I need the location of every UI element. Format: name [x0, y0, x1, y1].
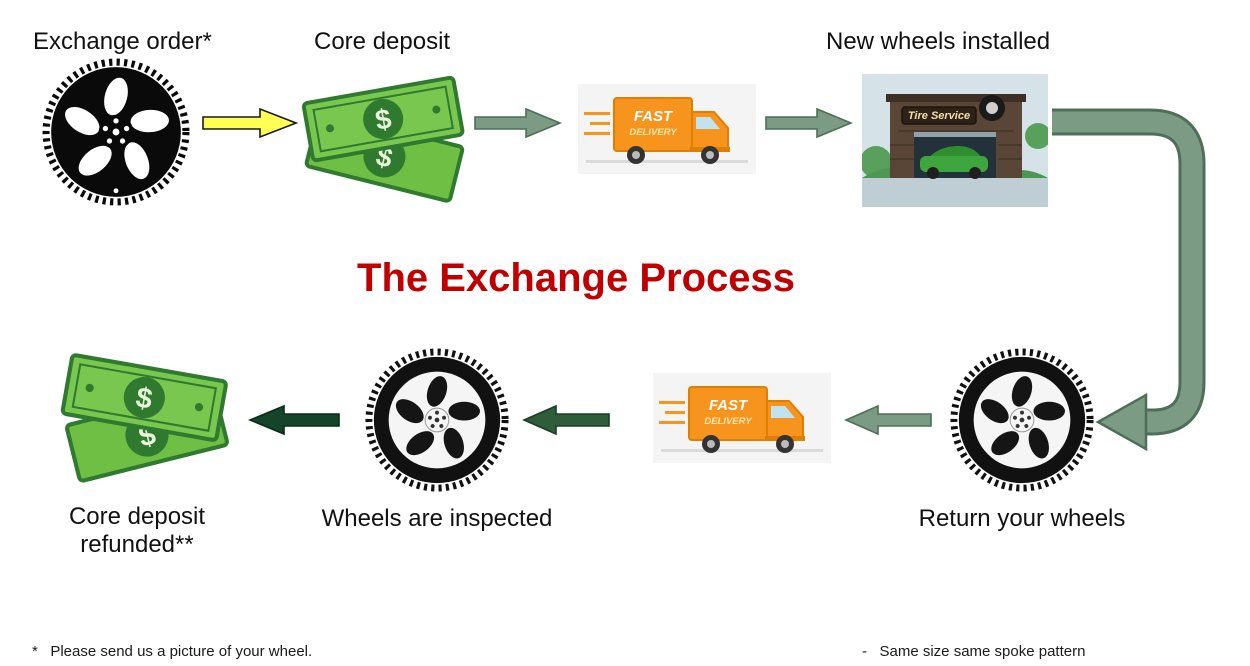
dollar-sign: $	[373, 103, 394, 136]
arrow-left-green-icon	[522, 404, 610, 436]
truck-text-fast: FAST	[634, 108, 674, 125]
arrow-left-sage-icon	[844, 404, 932, 436]
truck-text-delivery: DELIVERY	[704, 416, 753, 427]
label-return-your-wheels: Return your wheels	[918, 505, 1126, 532]
truck-text-fast: FAST	[709, 397, 749, 414]
arrow-right-yellow-icon	[202, 107, 298, 139]
footnote-same-size: - Same size same spoke pattern	[862, 643, 1086, 660]
curved-arrow-down-icon	[1052, 108, 1206, 452]
arrow-left-dark-green-icon	[248, 404, 340, 436]
delivery-truck-icon: FAST DELIVERY	[653, 373, 831, 463]
tire-shop-icon: Tire Service	[862, 74, 1048, 207]
footnotes-right: - Same size same spoke pattern - No chro…	[862, 594, 1152, 666]
truck-text-delivery: DELIVERY	[629, 127, 678, 138]
black-wheel-icon	[42, 58, 190, 206]
dollar-sign: $	[133, 382, 154, 416]
label-wheels-inspected: Wheels are inspected	[321, 505, 553, 532]
label-core-deposit-refunded: Core deposit refunded**	[69, 503, 205, 559]
delivery-truck-icon: FAST DELIVERY	[578, 84, 756, 174]
arrow-right-green-icon	[765, 107, 853, 139]
money-icon-deposit: $ $	[301, 75, 465, 203]
shop-sign-text: Tire Service	[908, 110, 970, 122]
footnote-picture-of-wheel: * Please send us a picture of your wheel…	[32, 643, 313, 660]
label-core-deposit: Core deposit	[314, 28, 451, 55]
footnotes-left: * Please send us a picture of your wheel…	[32, 594, 312, 666]
white-wheel-icon	[950, 348, 1094, 492]
label-refund-line1: Core deposit	[68, 503, 206, 530]
label-new-wheels-installed: New wheels installed	[826, 28, 1051, 55]
white-wheel-icon	[365, 348, 509, 492]
page-title: The Exchange Process	[357, 256, 795, 300]
money-icon-refund: $ $	[60, 353, 229, 483]
label-exchange-order: Exchange order*	[33, 28, 212, 55]
label-refund-line2: refunded**	[80, 531, 194, 558]
arrow-right-green-icon	[474, 107, 562, 139]
